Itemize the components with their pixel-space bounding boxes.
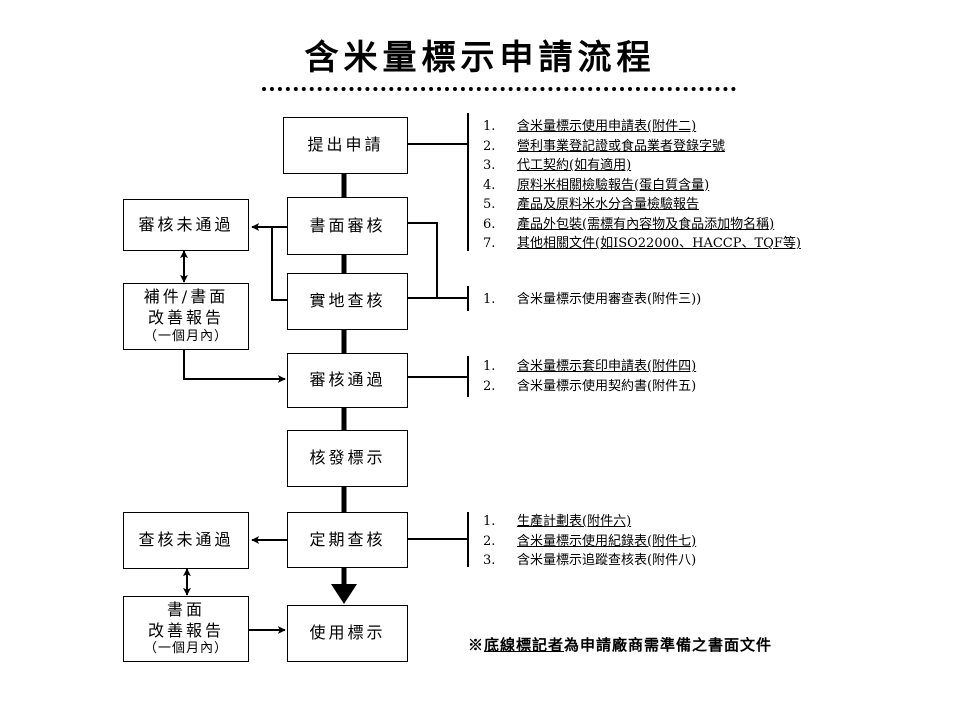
doc-item: 1. 生產計劃表(附件六) bbox=[483, 512, 696, 532]
page-title: 含米量標示申請流程 bbox=[304, 38, 656, 78]
doc-item-number: 6. bbox=[483, 216, 496, 232]
doc-item-number: 2. bbox=[483, 138, 496, 154]
doc-item: 1. 含米量標示使用審查表(附件三)) bbox=[483, 290, 701, 310]
arrow-supplement-to-approved bbox=[183, 350, 286, 383]
periodic-docs-list: 1. 生產計劃表(附件六) 2. 含米量標示使用紀錄表(附件七) 3. 含米量標示追蹤查核… bbox=[483, 512, 696, 571]
step-apply: 提出申請 bbox=[283, 117, 408, 174]
doc-item: 2. 含米量標示使用契約書(附件五) bbox=[483, 377, 696, 397]
doc-item-number: 1. bbox=[483, 292, 496, 307]
step-issue-label: 核發標示 bbox=[287, 430, 408, 487]
approval-docs-list: 1. 含米量標示套印申請表(附件四) 2. 含米量標示使用契約書(附件五) bbox=[483, 357, 696, 396]
supplement-line-2: 改善報告 bbox=[147, 308, 224, 328]
supplement-line-1: 補件/書面 bbox=[143, 287, 229, 307]
doc-item-number: 3. bbox=[483, 553, 496, 568]
title-dotted-rule bbox=[262, 87, 736, 91]
doc-item-text: 含米量標示追蹤查核表(附件八) bbox=[517, 553, 697, 568]
box-improvement-report: 書面 改善報告 （一個月內） bbox=[123, 596, 249, 662]
doc-item-text: 含米量標示使用申請表(附件二) bbox=[517, 119, 697, 134]
doc-item: 1. 含米量標示套印申請表(附件四) bbox=[483, 357, 696, 377]
doc-item-text: 原料米相關檢驗報告(蛋白質含量) bbox=[517, 177, 710, 193]
application-docs-list: 1. 含米量標示使用申請表(附件二) 2. 營利事業登記證或食品業者登錄字號 3. 代工契… bbox=[483, 117, 801, 254]
doc-item: 6. 產品外包裝(需標有內容物及食品添加物名稱) bbox=[483, 215, 801, 235]
inspection-docs-list: 1. 含米量標示使用審查表(附件三)) bbox=[483, 290, 701, 310]
doc-item: 2. 營利事業登記證或食品業者登錄字號 bbox=[483, 137, 801, 157]
box-review-failed: 審核未通過 bbox=[123, 199, 249, 251]
doc-item: 3. 代工契約(如有適用) bbox=[483, 156, 801, 176]
step-approved: 審核通過 bbox=[287, 353, 408, 408]
doc-item-text: 含米量標示使用紀錄表(附件七) bbox=[517, 533, 697, 549]
doc-item-text: 含米量標示套印申請表(附件四) bbox=[517, 359, 697, 374]
doc-item: 3. 含米量標示追蹤查核表(附件八) bbox=[483, 551, 696, 571]
doc-item-text: 產品及原料米水分含量檢驗報告 bbox=[517, 197, 700, 212]
doc-item-number: 1. bbox=[483, 359, 496, 374]
doc-item-text: 營利事業登記證或食品業者登錄字號 bbox=[517, 138, 726, 154]
doc-item-number: 2. bbox=[483, 378, 496, 394]
step-use-label: 使用標示 bbox=[287, 605, 408, 662]
doc-item-number: 3. bbox=[483, 158, 496, 173]
doc-item: 2. 含米量標示使用紀錄表(附件七) bbox=[483, 532, 696, 552]
doc-item-text: 生產計劃表(附件六) bbox=[517, 514, 632, 529]
legend-note: ※底線標記者為申請廠商需準備之書面文件 bbox=[468, 634, 772, 655]
doc-item-number: 2. bbox=[483, 533, 496, 549]
improve-deadline: （一個月內） bbox=[143, 641, 228, 657]
bracket-review-onsite bbox=[407, 222, 438, 299]
doc-item-text: 產品外包裝(需標有內容物及食品添加物名稱) bbox=[517, 216, 775, 232]
doc-item: 4. 原料米相關檢驗報告(蛋白質含量) bbox=[483, 176, 801, 196]
arrowhead-to-use-label bbox=[331, 584, 357, 604]
improve-line-1: 書面 bbox=[166, 599, 205, 619]
doc-item-number: 1. bbox=[483, 514, 496, 529]
supplement-deadline: （一個月內） bbox=[143, 328, 228, 344]
doc-item: 7. 其他相關文件(如ISO22000、HACCP、TQF等) bbox=[483, 234, 801, 254]
doc-item-text: 代工契約(如有適用) bbox=[517, 158, 632, 173]
note-mark: ※ bbox=[468, 636, 485, 654]
doc-item-number: 7. bbox=[483, 236, 496, 251]
box-inspection-failed: 查核未通過 bbox=[123, 512, 249, 569]
doc-item-text: 含米量標示使用審查表(附件三)) bbox=[517, 292, 702, 307]
doc-item-number: 1. bbox=[483, 119, 496, 134]
box-supplement-report: 補件/書面 改善報告 （一個月內） bbox=[123, 283, 249, 350]
doc-item: 1. 含米量標示使用申請表(附件二) bbox=[483, 117, 801, 137]
doc-item-number: 5. bbox=[483, 197, 496, 212]
step-onsite-inspection: 實地查核 bbox=[287, 273, 408, 330]
note-underlined-part: 底線標記者 bbox=[484, 636, 565, 654]
doc-item-text: 其他相關文件(如ISO22000、HACCP、TQF等) bbox=[517, 236, 801, 251]
step-document-review: 書面審核 bbox=[287, 197, 408, 255]
note-rest: 為申請廠商需準備之書面文件 bbox=[564, 636, 773, 654]
doc-item-text: 含米量標示使用契約書(附件五) bbox=[517, 378, 697, 394]
connector-onsite-to-failed bbox=[271, 227, 287, 301]
improve-line-2: 改善報告 bbox=[147, 620, 224, 640]
step-periodic-inspection: 定期查核 bbox=[287, 512, 408, 568]
doc-item: 5. 產品及原料米水分含量檢驗報告 bbox=[483, 195, 801, 215]
doc-item-number: 4. bbox=[483, 177, 496, 193]
